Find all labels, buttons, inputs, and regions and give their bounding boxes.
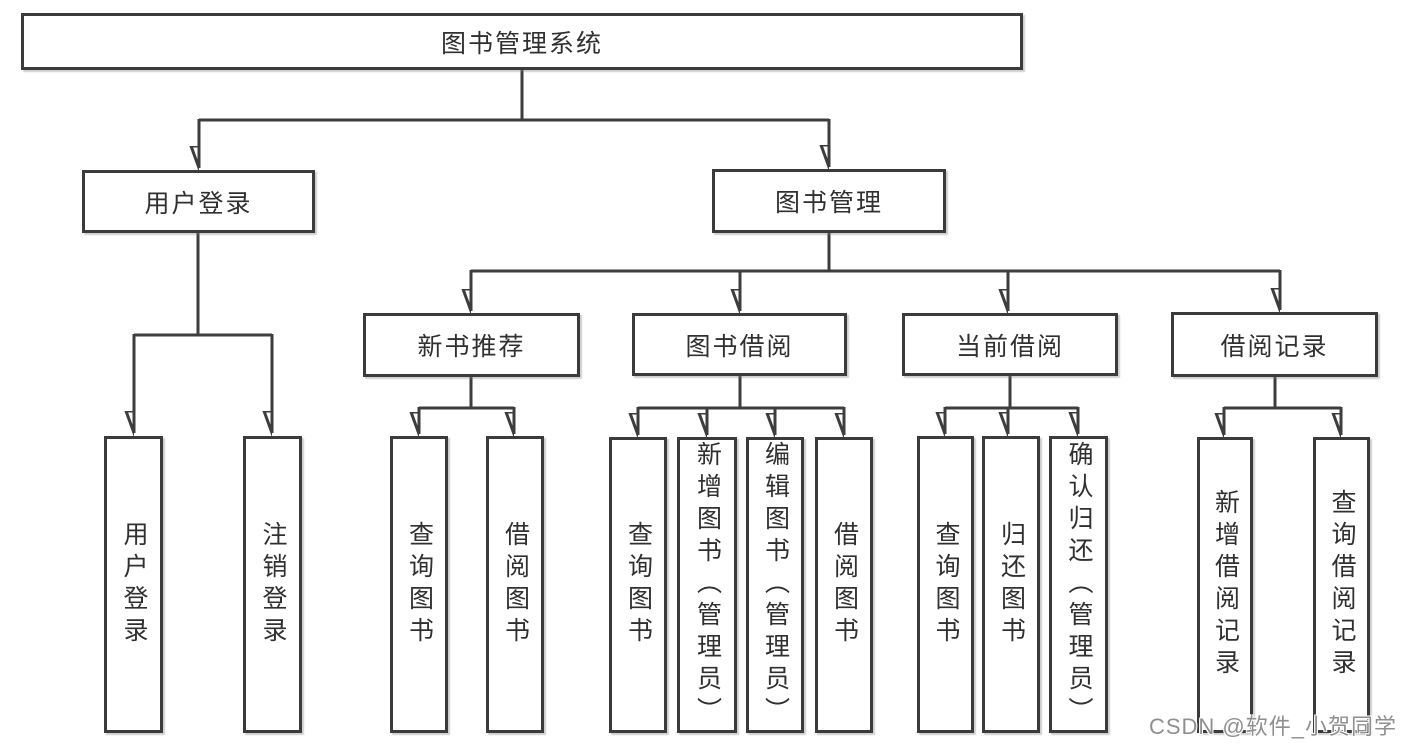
leaf-return-book-label: 归还图书 — [997, 520, 1026, 649]
leaf-borrow-book-borrowing: 借阅图书 — [815, 437, 873, 733]
leaf-logout: 注销登录 — [243, 436, 302, 733]
node-user-login: 用户登录 — [82, 170, 315, 233]
node-new-book-recommendation-label: 新书推荐 — [417, 333, 526, 361]
node-new-book-recommendation: 新书推荐 — [363, 313, 580, 377]
leaf-query-book-recommendation-label: 查询图书 — [405, 520, 434, 649]
leaf-confirm-return-admin: 确认归还（管理员） — [1049, 436, 1108, 733]
node-borrowing-records-label: 借阅记录 — [1220, 332, 1329, 361]
leaf-add-book-admin-label: 新增图书（管理员） — [693, 441, 722, 729]
leaf-add-borrow-record: 新增借阅记录 — [1197, 437, 1253, 733]
csdn-watermark: CSDN @软件_小贺同学 — [1148, 714, 1397, 739]
leaf-query-book-current: 查询图书 — [917, 436, 974, 733]
leaf-query-book-borrowing-label: 查询图书 — [624, 521, 653, 649]
leaf-edit-book-admin-label: 编辑图书（管理员） — [761, 441, 790, 729]
leaf-query-book-current-label: 查询图书 — [932, 520, 960, 649]
leaf-user-login-label: 用户登录 — [120, 520, 148, 649]
node-borrowing-records: 借阅记录 — [1171, 312, 1378, 377]
leaf-query-borrow-record: 查询借阅记录 — [1313, 437, 1370, 733]
node-root-label: 图书管理系统 — [440, 29, 603, 58]
node-current-borrowing-label: 当前借阅 — [955, 332, 1064, 361]
node-book-management: 图书管理 — [712, 169, 946, 233]
leaf-confirm-return-admin-label: 确认归还（管理员） — [1065, 440, 1093, 729]
leaf-query-borrow-record-label: 查询借阅记录 — [1328, 489, 1356, 681]
leaf-borrow-book-recommendation-label: 借阅图书 — [501, 520, 530, 649]
leaf-query-book-recommendation: 查询图书 — [390, 436, 448, 733]
leaf-add-book-admin: 新增图书（管理员） — [677, 437, 737, 733]
node-book-management-label: 图书管理 — [774, 189, 883, 217]
leaf-query-book-borrowing: 查询图书 — [609, 437, 667, 733]
leaf-edit-book-admin: 编辑图书（管理员） — [746, 437, 804, 733]
leaf-add-borrow-record-label: 新增借阅记录 — [1211, 489, 1240, 681]
node-book-borrowing: 图书借阅 — [632, 313, 847, 376]
leaf-user-login: 用户登录 — [104, 436, 163, 733]
leaf-borrow-book-borrowing-label: 借阅图书 — [830, 521, 859, 649]
node-user-login-label: 用户登录 — [144, 189, 253, 218]
node-root: 图书管理系统 — [21, 13, 1023, 70]
node-current-borrowing: 当前借阅 — [902, 313, 1118, 376]
node-book-borrowing-label: 图书借阅 — [685, 332, 794, 361]
leaf-borrow-book-recommendation: 借阅图书 — [486, 436, 544, 733]
leaf-return-book: 归还图书 — [982, 436, 1040, 733]
leaf-logout-label: 注销登录 — [259, 520, 287, 649]
